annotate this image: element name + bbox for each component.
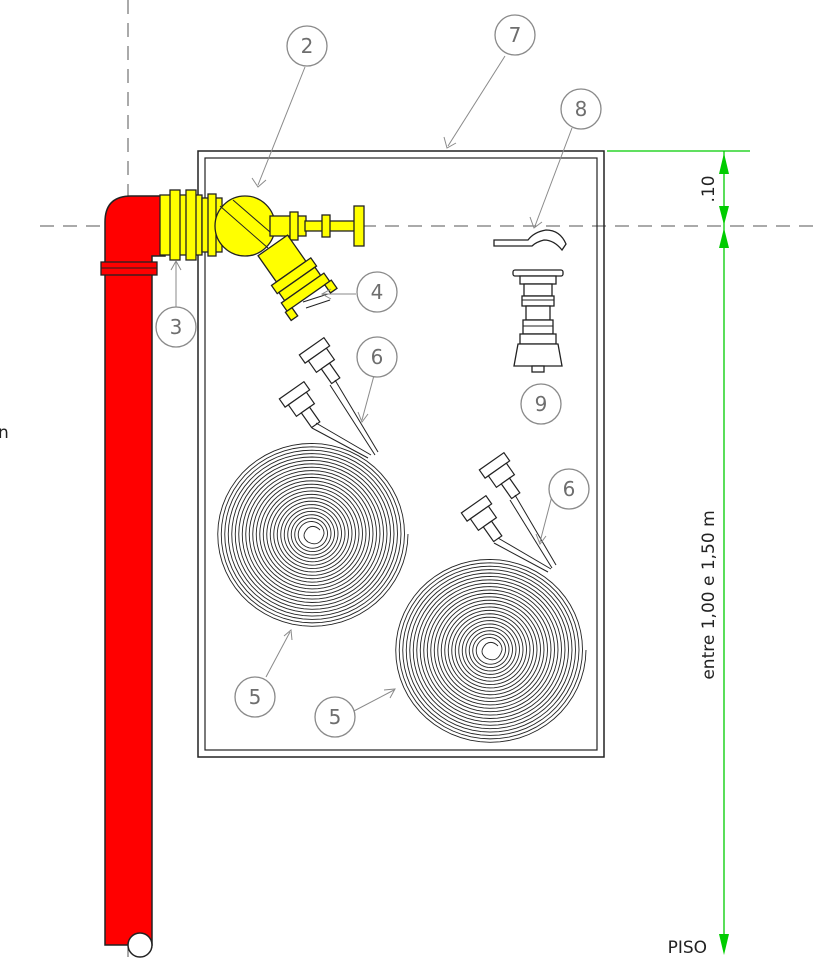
callout-6b-label: 6 bbox=[563, 477, 576, 501]
hose-spiral-right-center-loop bbox=[481, 641, 503, 661]
pipe-end-cap bbox=[127, 932, 153, 958]
callout-2-circle bbox=[286, 25, 328, 67]
callout-5b-label: 5 bbox=[329, 705, 342, 729]
left-edge-fragment: n bbox=[0, 423, 9, 443]
hose-coil-right bbox=[395, 558, 587, 743]
callout-8-circle bbox=[560, 88, 602, 130]
hose-spiral-right bbox=[395, 558, 587, 743]
callout-6a-label: 6 bbox=[371, 345, 384, 369]
hose-spiral-left bbox=[217, 442, 409, 627]
callout-5a-circle bbox=[234, 676, 276, 718]
hose-spiral-left-center-loop bbox=[303, 525, 325, 545]
hose-coil-left bbox=[217, 442, 409, 627]
cabinet bbox=[197, 150, 605, 758]
callout-2-label: 2 bbox=[301, 34, 314, 58]
hydrant-valve bbox=[159, 189, 365, 322]
top-gap-dimension: .10 bbox=[699, 175, 719, 202]
callout-6b-circle bbox=[548, 468, 590, 510]
callout-9-circle bbox=[520, 383, 562, 425]
callout-7-circle bbox=[494, 14, 536, 56]
callout-leaders bbox=[170, 55, 573, 713]
hose-couplings-right bbox=[460, 451, 557, 573]
nozzle bbox=[512, 269, 564, 373]
floor-label: PISO bbox=[668, 938, 707, 958]
callout-3-circle bbox=[155, 306, 197, 348]
spanner-key bbox=[493, 229, 567, 252]
height-range-dimension: entre 1,00 e 1,50 m bbox=[699, 510, 719, 679]
callout-9-label: 9 bbox=[535, 392, 548, 416]
callout-circles bbox=[155, 14, 602, 738]
callout-6a-circle bbox=[356, 336, 398, 378]
callout-5b-circle bbox=[314, 696, 356, 738]
hose-couplings-left bbox=[278, 336, 379, 459]
callout-4-circle bbox=[356, 271, 398, 313]
callout-5a-label: 5 bbox=[249, 685, 262, 709]
callout-3-label: 3 bbox=[170, 315, 183, 339]
callout-7-label: 7 bbox=[509, 23, 522, 47]
dimension-lines bbox=[607, 150, 750, 955]
callout-8-label: 8 bbox=[575, 97, 588, 121]
callout-4-label: 4 bbox=[371, 280, 384, 304]
supply-pipe bbox=[100, 195, 166, 958]
